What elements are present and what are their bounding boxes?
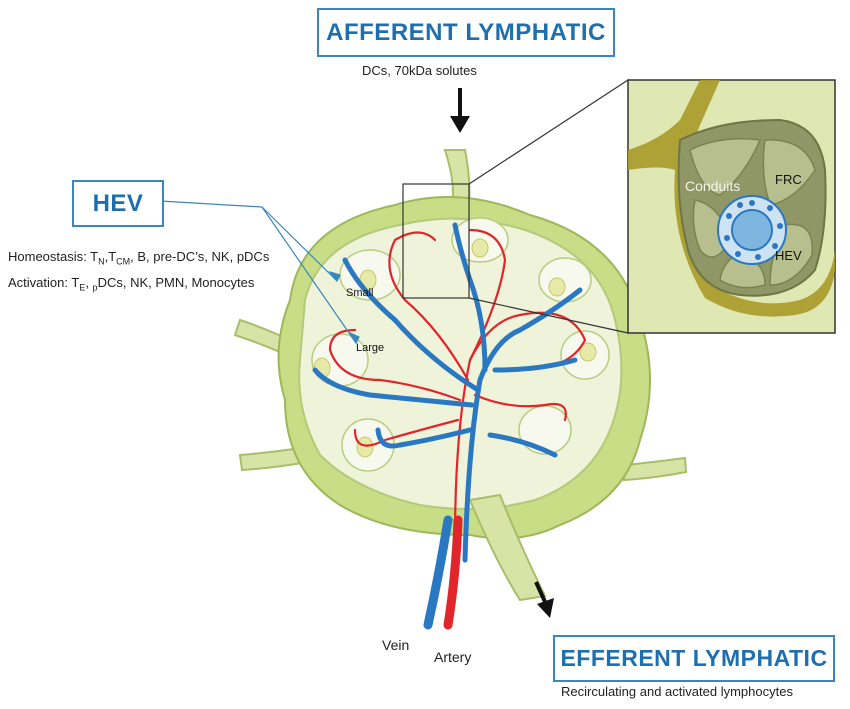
hev-homeostasis-text: Homeostasis: TN,TCM, B, pre-DC’s, NK, pD… <box>8 249 270 267</box>
efferent-lymphatic-title: EFFERENT LYMPHATIC <box>553 635 835 682</box>
artery-label: Artery <box>434 649 472 665</box>
inset-panel <box>627 79 836 334</box>
vein-label: Vein <box>382 637 410 653</box>
hev-activation-text: Activation: TE, pDCs, NK, PMN, Monocytes <box>8 275 255 293</box>
inset-conduits-label: Conduits <box>685 178 741 194</box>
efferent-caption: Recirculating and activated lymphocytes <box>561 684 793 699</box>
inset-frc-label: FRC <box>775 172 802 187</box>
hev-pointer-lines <box>159 200 360 345</box>
large-hev-label: Large <box>356 342 385 354</box>
inset-hev-label: HEV <box>775 248 802 263</box>
blood-vessels <box>312 222 587 630</box>
afferent-arrow <box>450 88 470 133</box>
zoom-indicator <box>402 79 629 334</box>
small-hev-label: Small <box>346 287 374 299</box>
afferent-caption: DCs, 70kDa solutes <box>362 63 477 78</box>
afferent-lymphatic-title: AFFERENT LYMPHATIC <box>317 8 615 57</box>
hev-title: HEV <box>72 180 164 227</box>
efferent-arrow <box>534 581 554 618</box>
